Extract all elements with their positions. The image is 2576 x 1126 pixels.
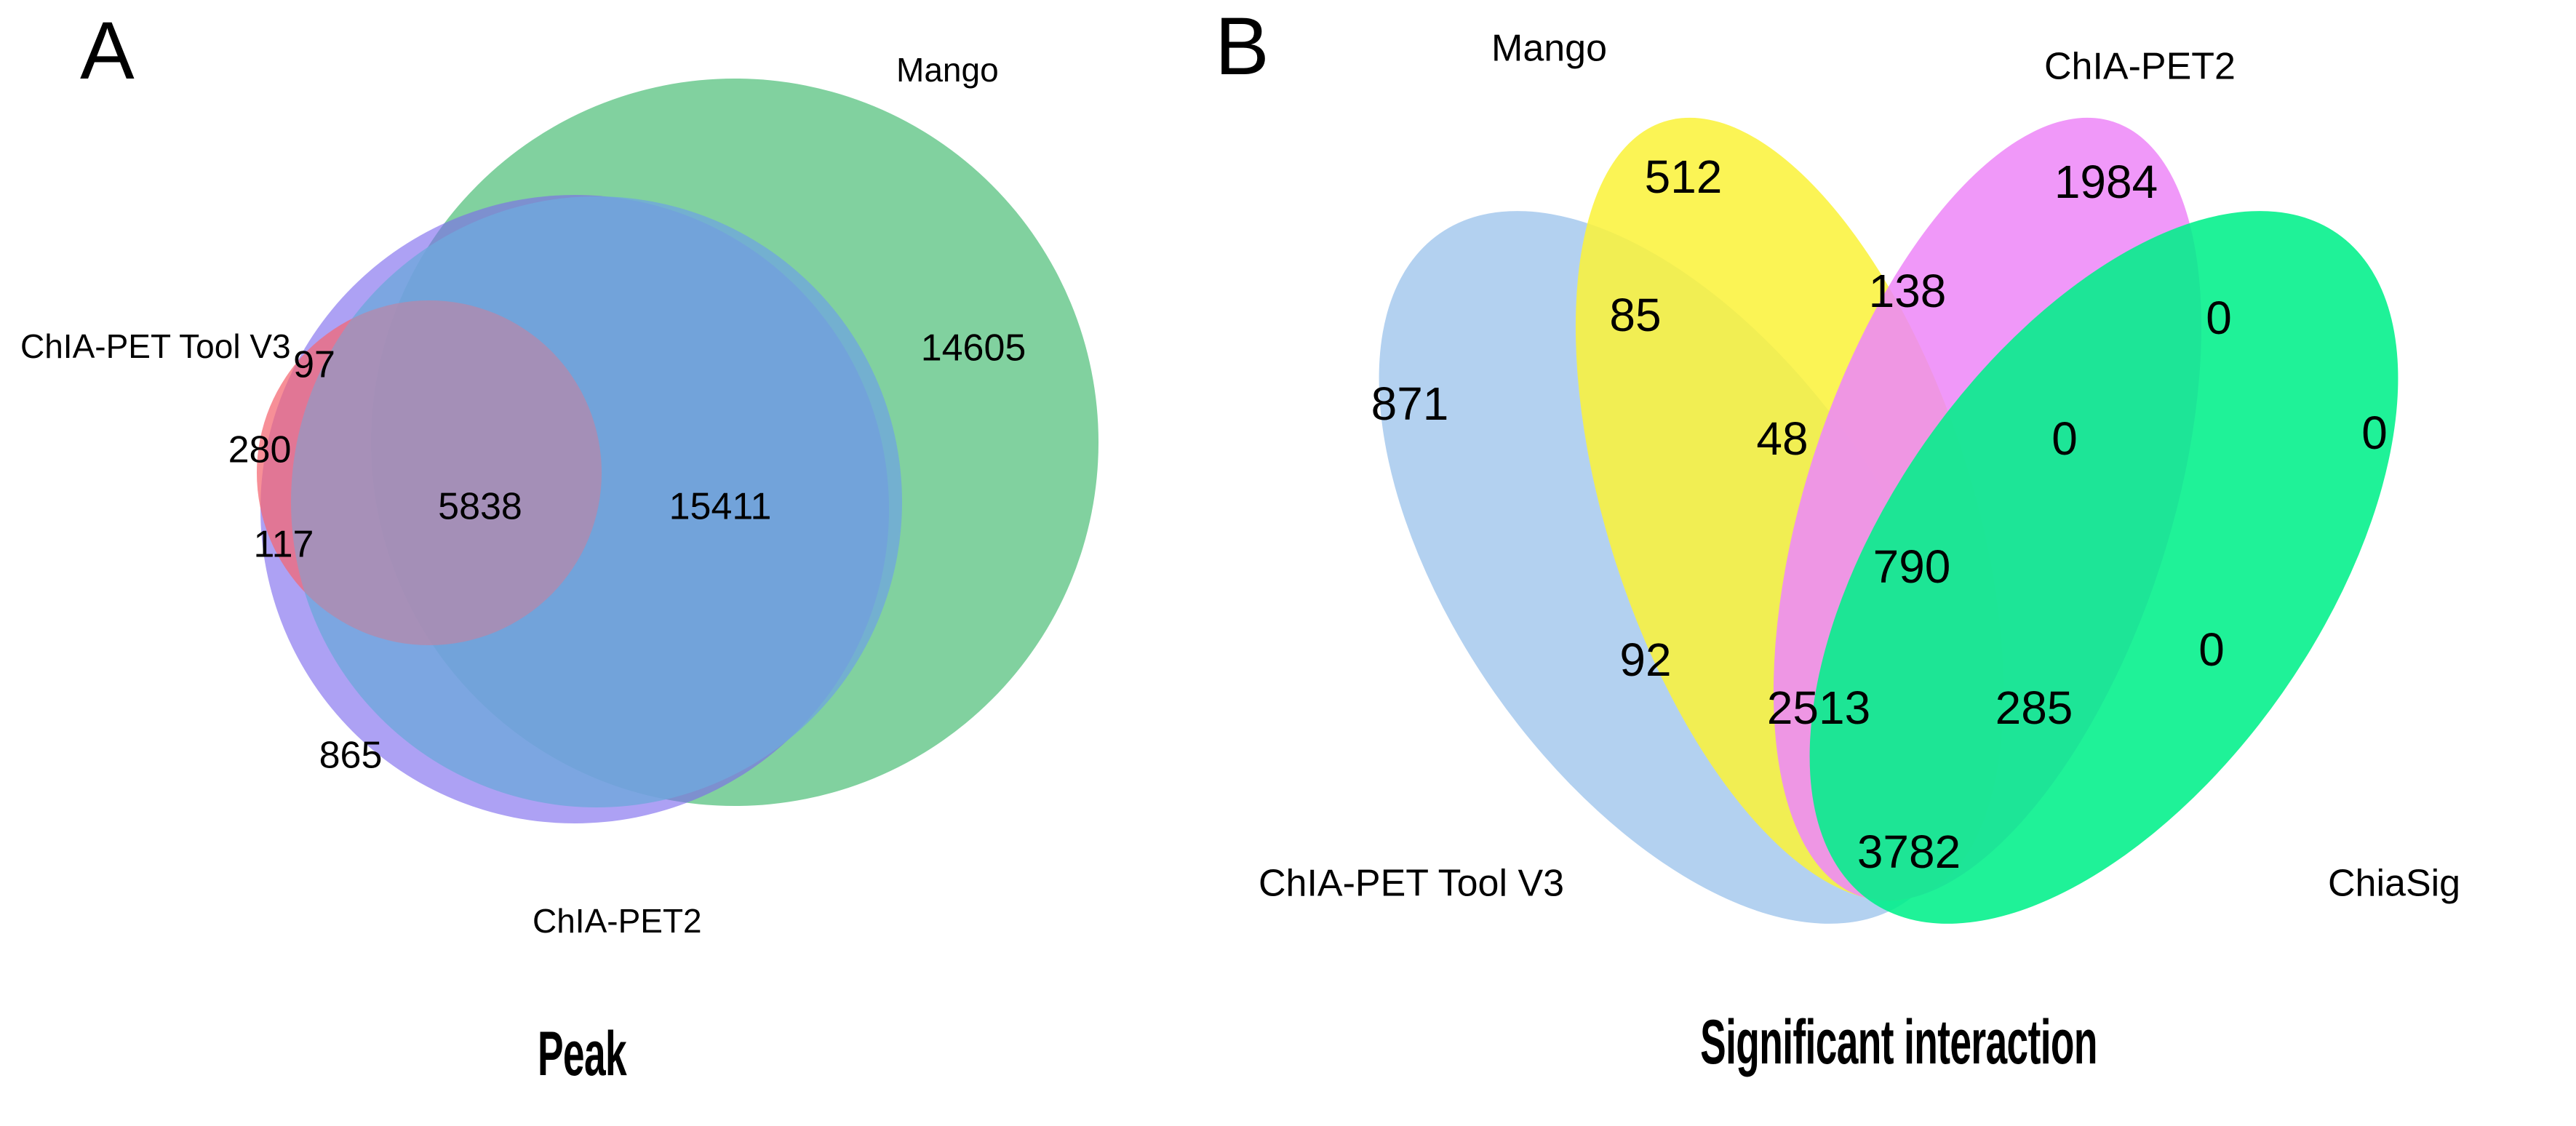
- venn-b-count-mango-only: 512: [1645, 151, 1723, 203]
- venn-b-count-tool-mango-chiasig: 0: [2198, 623, 2225, 676]
- panel-a-caption: Peak: [537, 1019, 627, 1089]
- venn-a-count-tool-chiapet2: 117: [254, 524, 314, 566]
- panel-b-letter: B: [1215, 1, 1269, 92]
- venn-a-circle-tool-v3-overlay: [257, 300, 602, 645]
- venn-a-count-tool-mango: 97: [293, 344, 335, 386]
- venn-a-circle-blue-overlap[interactable]: [291, 196, 902, 807]
- venn-b-label-chiapet2: ChIA-PET2: [2044, 46, 2236, 88]
- panel-b: B Mango ChIA-PET2 ChIA-PET Tool V3 ChiaS…: [1208, 0, 2576, 1126]
- venn-b-count-tool-mango-chiapet2: 48: [1756, 412, 1808, 465]
- venn-a-count-mango-chiapet2: 15411: [669, 486, 772, 528]
- venn-b-label-mango: Mango: [1491, 28, 1607, 70]
- venn-a-label-tool-v3: ChIA-PET Tool V3: [20, 327, 291, 365]
- venn-b-count-tool-only: 871: [1371, 378, 1449, 430]
- venn-b-label-chiasig: ChiaSig: [2328, 863, 2460, 905]
- venn-b-count-chiapet2-only: 1984: [2054, 156, 2158, 208]
- venn-a-label-chiapet2: ChIA-PET2: [533, 902, 702, 940]
- venn-b-count-tool-mango: 85: [1609, 289, 1661, 341]
- panel-a: A Mango ChIA-PET2 ChIA-PET Tool V3 14605…: [0, 0, 1208, 1126]
- panel-a-venn: Mango ChIA-PET2 ChIA-PET Tool V3 14605 1…: [20, 51, 1098, 940]
- venn-b-count-tool-chiapet2-chiasig: 2513: [1767, 682, 1870, 734]
- venn-b-count-tool-chiapet2: 92: [1619, 634, 1671, 686]
- venn-b-label-tool-v3: ChIA-PET Tool V3: [1259, 863, 1564, 905]
- venn-a-count-chiapet2-only: 865: [319, 735, 383, 777]
- venn-b-count-chiasig-only: 0: [2361, 407, 2388, 459]
- venn-b-count-mango-chiasig: 285: [1995, 682, 2073, 734]
- venn-b-count-chiapet2-chiasig: 0: [2206, 292, 2232, 344]
- venn-a-count-tool-only: 280: [228, 429, 292, 471]
- panel-a-letter: A: [80, 5, 135, 96]
- venn-b-count-mango-chiapet2: 138: [1869, 265, 1947, 317]
- venn-a-label-mango: Mango: [896, 51, 999, 89]
- panel-b-venn: Mango ChIA-PET2 ChIA-PET Tool V3 ChiaSig…: [1259, 28, 2460, 924]
- venn-a-count-all-three: 5838: [438, 486, 522, 528]
- panel-b-caption: Significant interaction: [1700, 1007, 2097, 1077]
- venn-b-ellipse-chiasig[interactable]: [1691, 108, 2516, 1026]
- venn-b-count-mango-chiapet2-chiasig: 0: [2051, 412, 2078, 465]
- venn-a-count-mango-only: 14605: [921, 327, 1026, 370]
- venn-b-count-tool-chiasig: 3782: [1857, 826, 1961, 878]
- venn-b-count-all-four: 790: [1873, 540, 1951, 593]
